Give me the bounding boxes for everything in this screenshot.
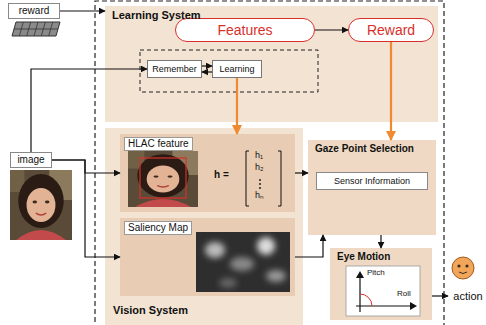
flow-arrow xyxy=(380,235,381,248)
panel-title: HLAC feature xyxy=(124,137,193,151)
panel-title: Learning System xyxy=(112,9,201,22)
panel-title: Eye Motion xyxy=(337,251,390,263)
axis-label: Roll xyxy=(397,290,411,298)
module-box: Saliency Map xyxy=(120,218,295,296)
box-label: action xyxy=(453,290,482,303)
panel-title: Saliency Map xyxy=(124,221,192,235)
box-label: Learning xyxy=(219,64,254,74)
input-label: image xyxy=(10,152,52,168)
camera-image xyxy=(10,170,72,240)
box-label: Remember xyxy=(152,64,197,74)
reward-grid-icon xyxy=(12,22,60,36)
box-label: reward xyxy=(19,5,50,17)
box-label: image xyxy=(17,154,44,166)
panel-title: Vision System xyxy=(113,304,188,317)
flow-arrow xyxy=(60,10,105,11)
module-box: Gaze Point SelectionSensor Information xyxy=(308,140,436,235)
system-boundary xyxy=(95,1,444,325)
process-box: Remember xyxy=(147,60,202,78)
panel-title: Gaze Point Selection xyxy=(315,143,414,155)
input-label: reward xyxy=(8,3,60,19)
system-panel: Learning SystemFeatures RewardRemember Lea… xyxy=(105,6,438,122)
vector-element: h₁ xyxy=(255,151,263,160)
box-label: Reward xyxy=(367,22,415,38)
process-box: Learning xyxy=(212,60,262,78)
axis-label: Pitch xyxy=(367,269,385,277)
vector-element: h₂ xyxy=(255,163,264,172)
module-box: Eye Motion xyxy=(330,248,432,320)
flow-arrow xyxy=(432,295,448,296)
box-label: Features xyxy=(217,22,272,38)
process-box: Reward xyxy=(348,18,434,42)
box-label: Sensor Information xyxy=(334,176,410,186)
vector-element: hₙ xyxy=(255,191,264,200)
process-box: Features xyxy=(175,18,315,42)
vector-symbol: h = xyxy=(214,170,229,180)
output-label: action xyxy=(448,288,486,304)
process-box: Sensor Information xyxy=(316,172,428,190)
robot-face-icon xyxy=(452,257,474,279)
module-box: HLAC feature xyxy=(120,134,295,212)
system-panel: Vision System HLAC featureSaliency Map xyxy=(105,128,303,325)
